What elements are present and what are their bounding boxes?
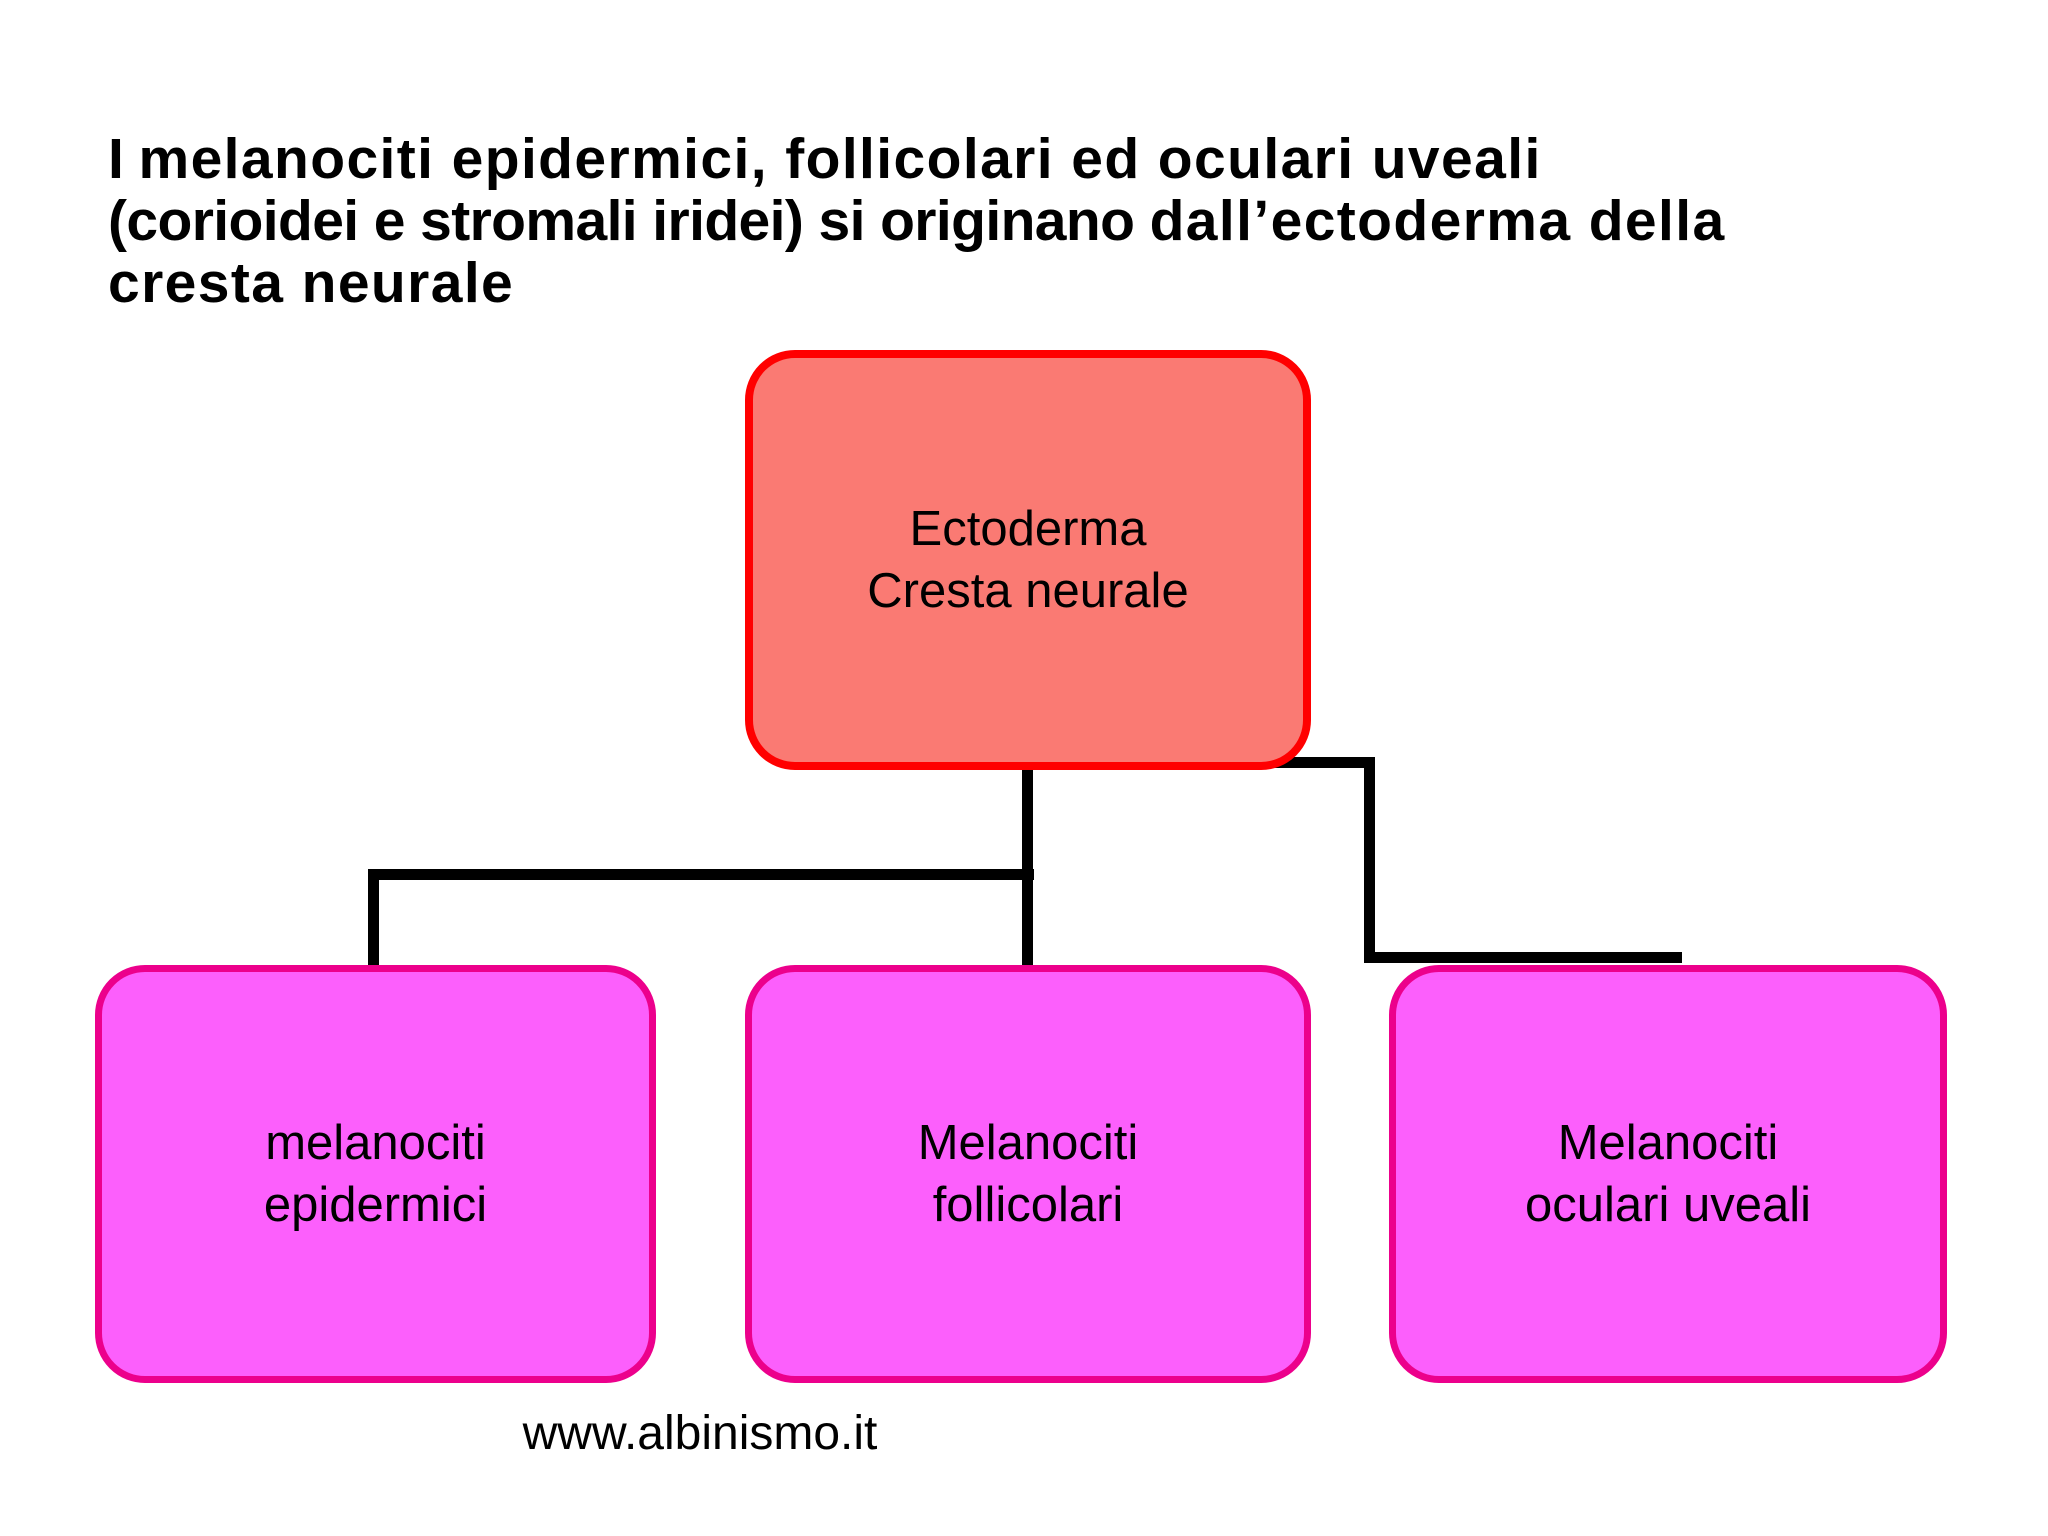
title-line-3-emphasis: cresta neurale bbox=[108, 251, 515, 315]
title-line-2-normal: (corioidei e stromali iridei) si origina… bbox=[108, 189, 1150, 253]
connector-right-vertical bbox=[1364, 757, 1375, 963]
node-ectoderma-cresta-neurale[interactable]: Ectoderma Cresta neurale bbox=[745, 350, 1311, 770]
page-title: I melanociti epidermici, follicolari ed … bbox=[108, 128, 1988, 314]
connector-horizontal-bus bbox=[368, 869, 1034, 880]
node-leaf-1-label: melanociti epidermici bbox=[263, 1116, 488, 1232]
title-line-1-prefix: I bbox=[108, 127, 139, 191]
node-root-label: Ectoderma Cresta neurale bbox=[867, 502, 1189, 618]
title-line-2-emphasis: dall’ectoderma della bbox=[1149, 189, 1726, 253]
title-line-1-emphasis: melanociti epidermici, follicolari ed oc… bbox=[138, 127, 1542, 191]
title-line-2: (corioidei e stromali iridei) si origina… bbox=[108, 190, 1988, 252]
node-melanociti-epidermici[interactable]: melanociti epidermici bbox=[95, 965, 656, 1383]
title-line-1: I melanociti epidermici, follicolari ed … bbox=[108, 128, 1988, 190]
connector-right-into-leaf-3 bbox=[1364, 952, 1682, 963]
connector-drop-to-leaf-2 bbox=[1022, 869, 1033, 969]
node-leaf-3-label: Melanociti oculari uveali bbox=[1525, 1116, 1811, 1232]
connector-root-stem bbox=[1022, 762, 1033, 880]
footer-website: www.albinismo.it bbox=[522, 1407, 878, 1460]
connector-drop-to-leaf-1 bbox=[368, 869, 379, 969]
node-leaf-2-label: Melanociti follicolari bbox=[917, 1116, 1139, 1232]
node-melanociti-oculari-uveali[interactable]: Melanociti oculari uveali bbox=[1389, 965, 1947, 1383]
title-line-3: cresta neurale bbox=[108, 252, 1988, 314]
node-melanociti-follicolari[interactable]: Melanociti follicolari bbox=[745, 965, 1311, 1383]
